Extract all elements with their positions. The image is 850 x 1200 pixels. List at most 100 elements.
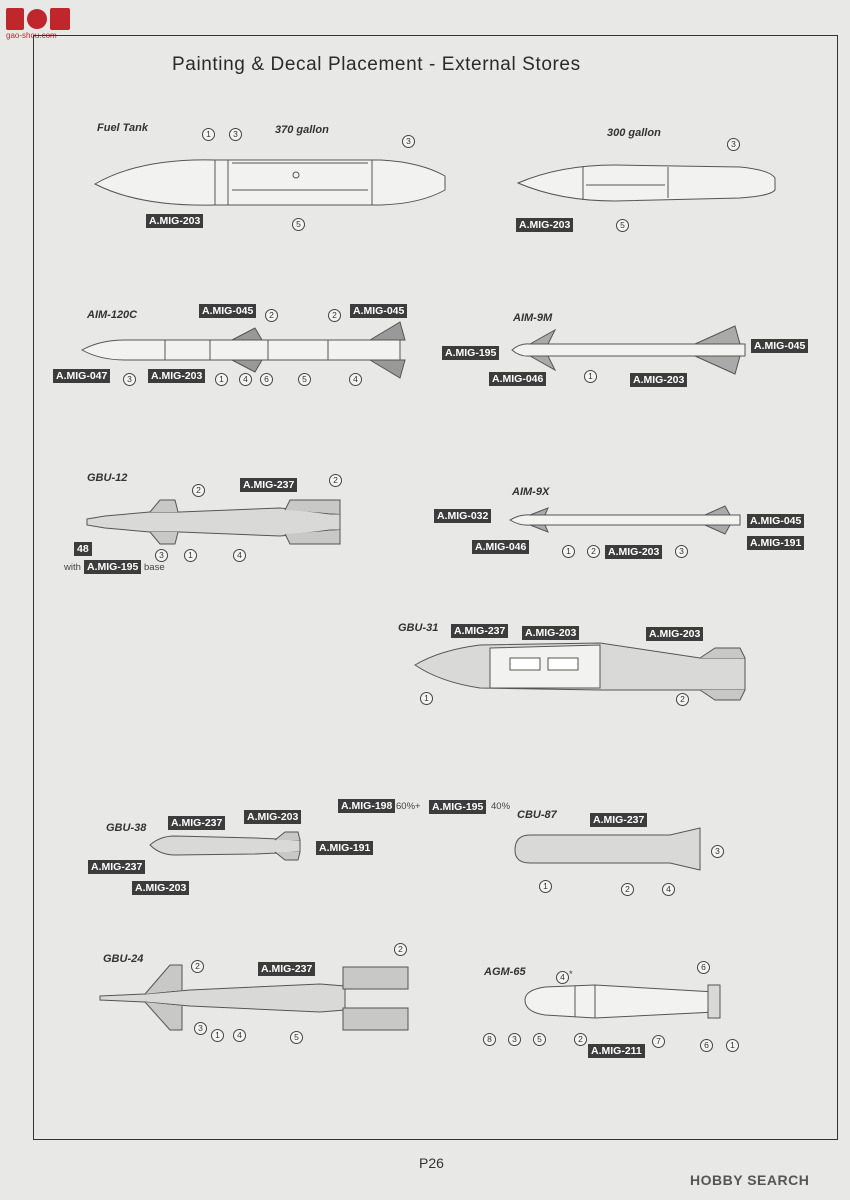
paint-code: A.MIG-203 bbox=[132, 881, 190, 895]
paint-code: A.MIG-203 bbox=[646, 627, 704, 641]
callout-number: 4 bbox=[233, 1029, 246, 1042]
note-star: * bbox=[569, 969, 573, 980]
fuel-tank-300-drawing bbox=[516, 164, 776, 202]
callout-number: 1 bbox=[211, 1029, 224, 1042]
callout-number: 1 bbox=[420, 692, 433, 705]
callout-number: 1 bbox=[539, 880, 552, 893]
callout-number: 3 bbox=[229, 128, 242, 141]
callout-number: 2 bbox=[328, 309, 341, 322]
callout-number: 2 bbox=[329, 474, 342, 487]
paint-code: A.MIG-203 bbox=[605, 545, 663, 559]
callout-number: 5 bbox=[292, 218, 305, 231]
cbu-87-drawing bbox=[514, 827, 701, 871]
page-number: P26 bbox=[419, 1155, 444, 1171]
site-url: gao-shou.com bbox=[6, 31, 57, 40]
paint-code: A.MIG-046 bbox=[472, 540, 530, 554]
aim-120c-drawing bbox=[80, 321, 406, 379]
agm-65-label: AGM-65 bbox=[484, 966, 526, 978]
callout-number: 4 bbox=[239, 373, 252, 386]
callout-number: 2 bbox=[394, 943, 407, 956]
callout-number: 5 bbox=[290, 1031, 303, 1044]
paint-code: A.MIG-045 bbox=[747, 514, 805, 528]
note-percent-40: 40% bbox=[491, 801, 511, 812]
paint-code: A.MIG-237 bbox=[590, 813, 648, 827]
watermark: HOBBY SEARCH bbox=[690, 1172, 810, 1188]
paint-code: A.MIG-198 bbox=[338, 799, 396, 813]
gbu-12-label: GBU-12 bbox=[87, 472, 128, 484]
callout-number: 2 bbox=[192, 484, 205, 497]
note-base: base bbox=[144, 562, 165, 573]
fuel-tank-370-label: 370 gallon bbox=[275, 124, 329, 136]
paint-code: A.MIG-203 bbox=[146, 214, 204, 228]
paint-code: A.MIG-203 bbox=[630, 373, 688, 387]
callout-number: 1 bbox=[215, 373, 228, 386]
paint-code: A.MIG-211 bbox=[588, 1044, 645, 1058]
fuel-tank-370-drawing bbox=[93, 159, 446, 206]
callout-number: 6 bbox=[260, 373, 273, 386]
callout-number: 2 bbox=[676, 693, 689, 706]
gbu-38-label: GBU-38 bbox=[106, 822, 147, 834]
callout-number: 2 bbox=[621, 883, 634, 896]
paint-code: A.MIG-191 bbox=[316, 841, 374, 855]
aim-9x-label: AIM-9X bbox=[512, 486, 550, 498]
aim-9m-drawing bbox=[511, 325, 746, 375]
paint-code: A.MIG-237 bbox=[258, 962, 316, 976]
callout-number: 1 bbox=[184, 549, 197, 562]
paint-code: A.MIG-045 bbox=[751, 339, 809, 353]
paint-code: A.MIG-191 bbox=[747, 536, 805, 550]
callout-number: 3 bbox=[508, 1033, 521, 1046]
callout-number: 3 bbox=[711, 845, 724, 858]
gbu-24-drawing bbox=[99, 964, 409, 1031]
cbu-87-label: CBU-87 bbox=[517, 809, 557, 821]
callout-number: 4 bbox=[556, 971, 569, 984]
callout-number: 2 bbox=[587, 545, 600, 558]
aim-120c-label: AIM-120C bbox=[87, 309, 138, 321]
callout-number: 3 bbox=[155, 549, 168, 562]
note-with: with bbox=[64, 562, 81, 573]
callout-number: 3 bbox=[194, 1022, 207, 1035]
aim-9x-drawing bbox=[509, 505, 741, 535]
callout-number: 5 bbox=[616, 219, 629, 232]
callout-number: 1 bbox=[202, 128, 215, 141]
gbu-31-drawing bbox=[414, 642, 746, 701]
paint-code: A.MIG-237 bbox=[88, 860, 146, 874]
callout-number: 3 bbox=[727, 138, 740, 151]
paint-code: A.MIG-195 bbox=[84, 560, 142, 574]
paint-code: A.MIG-032 bbox=[434, 509, 492, 523]
page-frame bbox=[33, 35, 838, 1140]
paint-code: A.MIG-237 bbox=[168, 816, 226, 830]
gbu-31-label: GBU-31 bbox=[398, 622, 439, 634]
callout-number: 5 bbox=[533, 1033, 546, 1046]
paint-code: A.MIG-195 bbox=[429, 800, 487, 814]
callout-number: 4 bbox=[662, 883, 675, 896]
gbu-24-label: GBU-24 bbox=[103, 953, 144, 965]
fuel-tank-300-label: 300 gallon bbox=[607, 127, 661, 139]
callout-number: 5 bbox=[298, 373, 311, 386]
callout-number: 6 bbox=[700, 1039, 713, 1052]
callout-number: 4 bbox=[233, 549, 246, 562]
callout-number: 1 bbox=[562, 545, 575, 558]
paint-code: A.MIG-203 bbox=[522, 626, 580, 640]
paint-code: A.MIG-203 bbox=[148, 369, 206, 383]
agm-65-drawing bbox=[524, 984, 721, 1019]
paint-code: A.MIG-203 bbox=[244, 810, 302, 824]
callout-number: 3 bbox=[402, 135, 415, 148]
callout-number: 3 bbox=[123, 373, 136, 386]
callout-number: 2 bbox=[191, 960, 204, 973]
gbu-38-drawing bbox=[149, 831, 301, 861]
paint-code: A.MIG-046 bbox=[489, 372, 547, 386]
callout-number: 3 bbox=[675, 545, 688, 558]
site-logo bbox=[4, 5, 74, 40]
callout-number: 7 bbox=[652, 1035, 665, 1048]
paint-code: A.MIG-237 bbox=[451, 624, 509, 638]
aim-9m-label: AIM-9M bbox=[513, 312, 553, 324]
paint-code: A.MIG-047 bbox=[53, 369, 111, 383]
callout-number: 6 bbox=[697, 961, 710, 974]
note-percent-60: 60%+ bbox=[396, 801, 421, 812]
paint-code: A.MIG-237 bbox=[240, 478, 298, 492]
paint-code: A.MIG-203 bbox=[516, 218, 574, 232]
paint-code: A.MIG-045 bbox=[350, 304, 408, 318]
paint-code: A.MIG-195 bbox=[442, 346, 500, 360]
